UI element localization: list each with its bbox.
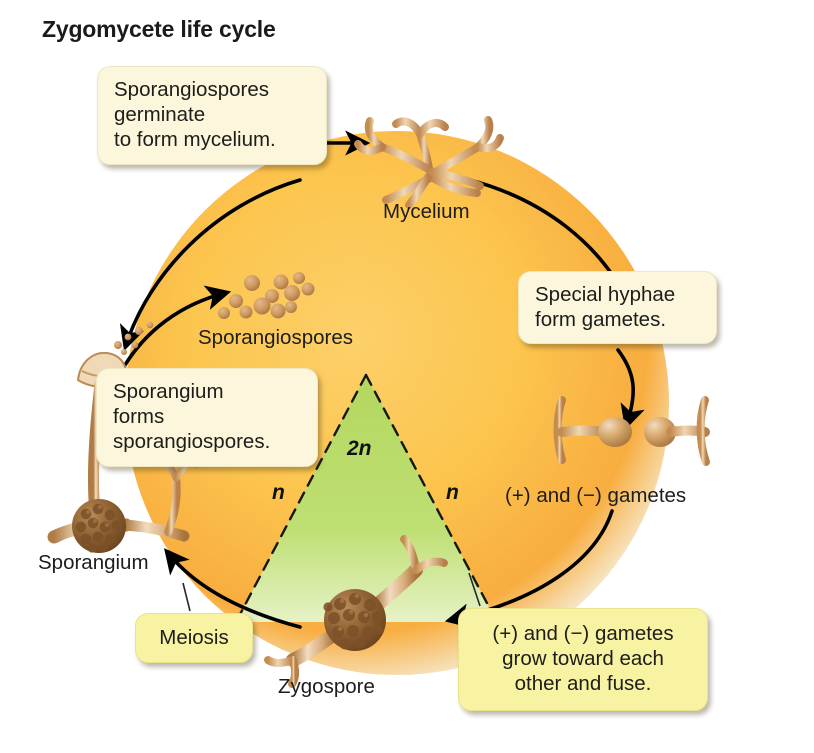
arc-germinate — [119, 178, 302, 351]
mycelium-illustration — [354, 116, 504, 209]
callout-sporangiospores-germinate: Sporangiospores germinate to form myceli… — [97, 66, 327, 165]
label-sporangium: Sporangium — [38, 551, 149, 574]
sporangium-illustration — [47, 453, 201, 553]
label-ploidy-n-right: n — [446, 481, 459, 504]
leader-meiosis — [182, 582, 191, 612]
sporangiospores-cluster — [218, 272, 315, 319]
gametes-illustration — [553, 396, 710, 466]
callout-meiosis: Meiosis — [135, 613, 253, 664]
callout-gametes-fuse: (+) and (−) gametes grow toward each oth… — [458, 608, 708, 711]
cycle-arrows — [119, 130, 645, 629]
page-title: Zygomycete life cycle — [42, 16, 276, 42]
callout-sporangium-forms-spores: Sporangium forms sporangiospores. — [96, 368, 318, 467]
leader-lines — [182, 572, 481, 612]
leader-fuse — [468, 572, 481, 607]
zygospore-illustration — [264, 535, 448, 688]
callout-special-hyphae: Special hyphae form gametes. — [518, 271, 717, 345]
label-plus-minus-gametes: (+) and (−) gametes — [505, 484, 687, 507]
haploid-cycle-circle — [125, 131, 669, 675]
label-sporangiospores: Sporangiospores — [198, 326, 353, 349]
label-ploidy-2n: 2n — [347, 437, 372, 460]
label-zygospore: Zygospore — [278, 675, 375, 698]
label-ploidy-n-left: n — [272, 481, 285, 504]
arc-zygospore-to-sporangium — [164, 548, 302, 629]
arc-hyphae-to-gametes — [616, 348, 645, 431]
arc-sporangium-to-spores — [120, 285, 232, 372]
label-mycelium: Mycelium — [383, 200, 470, 223]
